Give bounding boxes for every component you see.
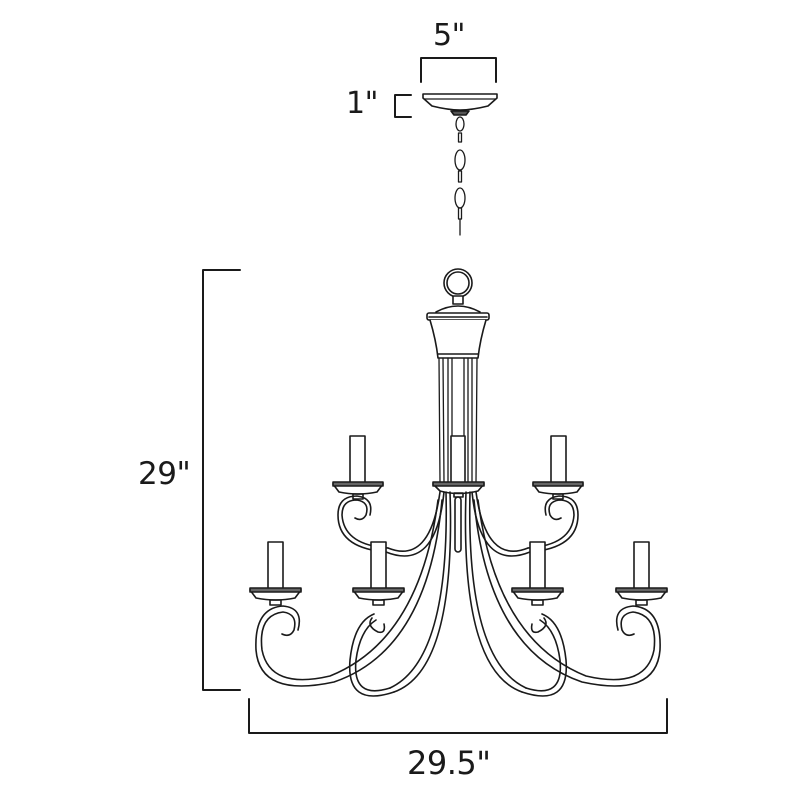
lower-arms <box>255 491 661 697</box>
upper-left-candle <box>332 435 384 500</box>
lower-right-candle <box>511 541 564 606</box>
lower-left-candle <box>352 541 405 606</box>
hanging-loop <box>443 268 473 305</box>
fixture-height-label: 29" <box>138 456 191 492</box>
canopy-height-label: 1" <box>346 86 378 121</box>
center-candle <box>432 435 485 553</box>
lower-far-left-candle <box>249 541 302 606</box>
canopy-height-bracket <box>394 94 412 118</box>
fixture-width-label: 29.5" <box>407 744 491 782</box>
canopy-shape <box>422 93 498 116</box>
chain-icon <box>454 116 466 236</box>
upper-right-candle <box>532 435 584 500</box>
lower-far-right-candle <box>615 541 668 606</box>
fixture-width-bracket <box>248 698 668 734</box>
fixture-height-bracket <box>202 269 241 691</box>
canopy-width-bracket <box>420 57 497 83</box>
canopy-width-label: 5" <box>433 18 465 53</box>
column-top-urn <box>426 305 490 359</box>
